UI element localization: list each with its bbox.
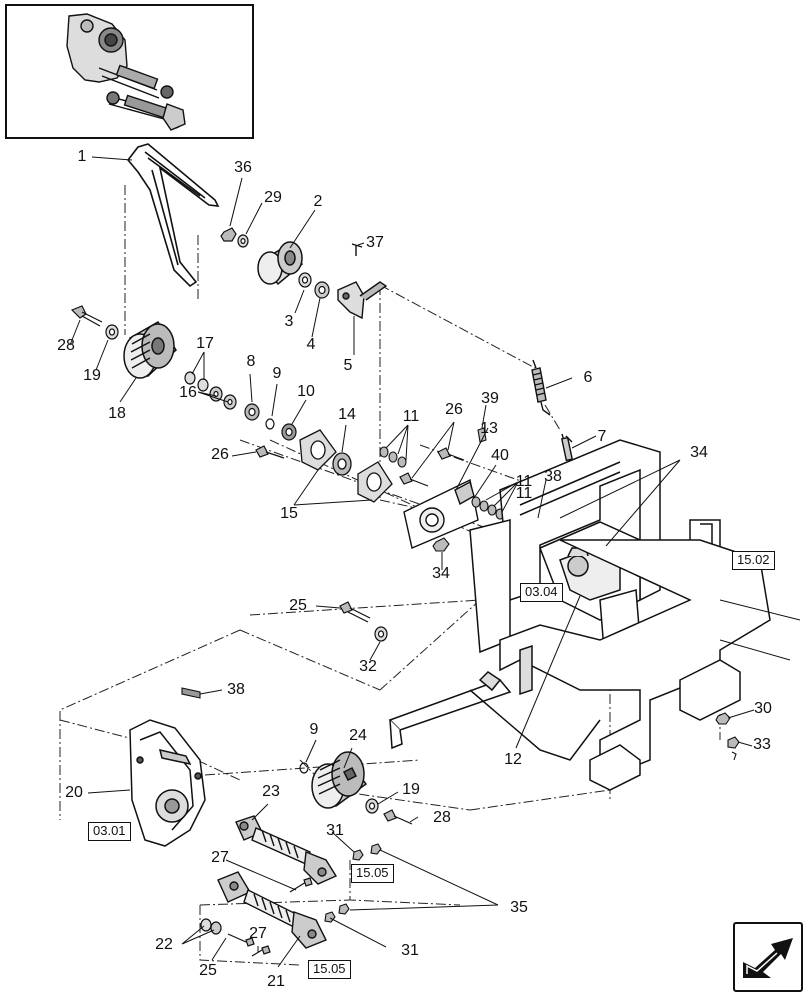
callout-10: 10	[297, 383, 315, 400]
callout-40: 40	[491, 447, 509, 464]
callout-17: 17	[196, 335, 214, 352]
callout-11-c: 11	[515, 485, 533, 502]
callout-15: 15	[280, 505, 298, 522]
callout-8: 8	[246, 353, 256, 370]
callout-27-b: 27	[249, 925, 267, 942]
callout-25-b: 25	[199, 962, 217, 979]
drive-belt	[126, 143, 220, 288]
washers-3-4	[298, 272, 330, 299]
callout-11-a: 11	[402, 408, 420, 425]
callout-28-b: 28	[433, 809, 451, 826]
driveshaft-21	[217, 871, 327, 949]
idler-pulley	[257, 241, 304, 286]
callout-9-b: 9	[309, 721, 319, 738]
callout-6: 6	[583, 369, 593, 386]
next-page-button[interactable]	[733, 922, 803, 992]
callout-37: 37	[366, 234, 384, 251]
pin-7	[560, 433, 574, 462]
callout-34-a: 34	[432, 565, 450, 582]
bolt-25-washer-32	[339, 601, 388, 642]
section-ref-15-05-a[interactable]: 15.05	[351, 864, 394, 883]
tension-spring	[531, 359, 551, 416]
callout-16: 16	[179, 384, 197, 401]
callout-23: 23	[262, 783, 280, 800]
nuts-31-35	[324, 843, 382, 923]
callout-28-a: 28	[57, 337, 75, 354]
bearing-parts-8-9-10	[244, 403, 297, 441]
nuts-30-33	[715, 712, 740, 761]
section-ref-15-02[interactable]: 15.02	[732, 551, 775, 570]
callout-7: 7	[597, 428, 607, 445]
callout-2: 2	[313, 193, 323, 210]
callout-29: 29	[264, 189, 282, 206]
callout-36: 36	[234, 159, 252, 176]
callout-3: 3	[284, 313, 294, 330]
callout-33: 33	[753, 736, 771, 753]
snap-ring-9-lower	[299, 762, 309, 774]
bolt-28-washer-19-top	[70, 305, 119, 340]
washer-19-bolt-28-lower	[365, 798, 413, 825]
leader-lines	[69, 156, 755, 968]
grease-fitting-39	[477, 427, 487, 443]
driveshaft-23	[235, 815, 338, 885]
callout-5: 5	[343, 357, 353, 374]
idler-arm	[337, 281, 388, 320]
callout-35: 35	[510, 899, 528, 916]
callout-13: 13	[480, 420, 498, 437]
key-38-lower	[181, 687, 201, 699]
callout-30: 30	[754, 700, 772, 717]
callout-31-a: 31	[326, 822, 344, 839]
overview-thumbnail	[5, 4, 254, 139]
flange-bearing-14-15	[299, 429, 393, 503]
callout-18: 18	[108, 405, 126, 422]
drive-pulley-24	[311, 751, 368, 809]
overview-assembly-icon	[66, 13, 186, 131]
callout-22: 22	[155, 936, 173, 953]
drive-pulley-18	[123, 320, 177, 379]
callout-39: 39	[481, 390, 499, 407]
pin-37	[351, 243, 363, 256]
callout-38-b: 38	[227, 681, 245, 698]
section-ref-03-04[interactable]: 03.04	[520, 583, 563, 602]
callout-24: 24	[349, 727, 367, 744]
callout-4: 4	[306, 336, 316, 353]
callout-19-b: 19	[402, 781, 420, 798]
callout-26-a: 26	[211, 446, 229, 463]
callout-38-a: 38	[544, 468, 562, 485]
gearbox-20	[129, 719, 206, 847]
section-ref-03-01[interactable]: 03.01	[88, 822, 131, 841]
callout-19-a: 19	[83, 367, 101, 384]
main-frame	[388, 439, 801, 791]
callout-1: 1	[77, 148, 87, 165]
callout-11-b: 11	[515, 473, 533, 490]
section-ref-15-05-b[interactable]: 15.05	[308, 960, 351, 979]
bolts-26	[255, 445, 465, 487]
callout-12: 12	[504, 751, 522, 768]
callout-26-b: 26	[445, 401, 463, 418]
callout-21: 21	[267, 973, 285, 990]
callout-32: 32	[359, 658, 377, 675]
callout-9: 9	[272, 365, 282, 382]
callout-14: 14	[338, 406, 356, 423]
callout-34-b: 34	[690, 444, 708, 461]
bolts-27-washers-22	[200, 877, 313, 957]
washers-11-upper	[379, 446, 407, 468]
mounting-plate-13	[403, 478, 479, 549]
callout-20: 20	[65, 784, 83, 801]
callout-25-a: 25	[289, 597, 307, 614]
callout-31-b: 31	[401, 942, 419, 959]
next-page-arrow-icon	[743, 938, 793, 978]
nut-washer-36-29	[220, 227, 249, 248]
callout-27-a: 27	[211, 849, 229, 866]
